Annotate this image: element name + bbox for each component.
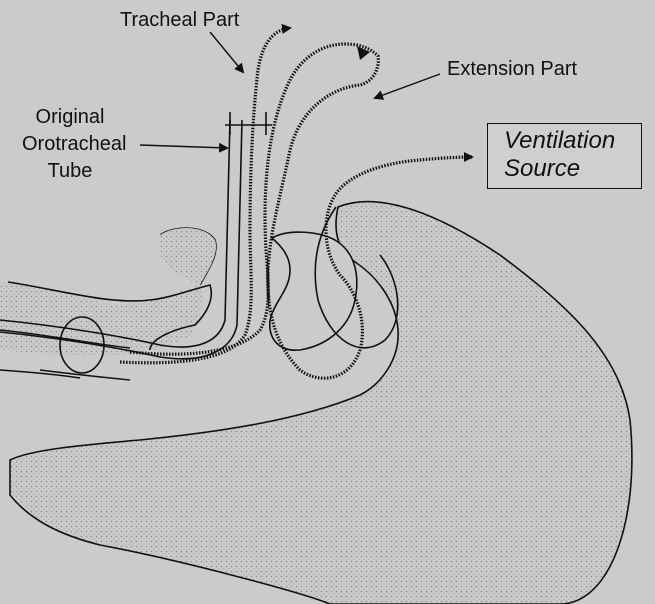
tube-connector [225,112,272,135]
tracheal-part-label: Tracheal Part [120,8,239,32]
ventilation-source-box: Ventilation Source [487,123,642,189]
extension-pointer [375,74,440,98]
soft-palate-fill [160,228,216,285]
ventilation-label-line1: Ventilation [504,127,641,155]
original-pointer [140,145,227,148]
original-tube-label-line3: Tube [48,160,93,182]
original-tube-label-line2: Orotracheal [22,133,127,155]
extension-part-label: Extension Part [447,57,577,81]
original-tube-label: Original Orotracheal Tube [22,104,118,185]
original-tube-label-line1: Original [36,106,105,128]
epiglottis [270,232,357,350]
tracheal-pointer [210,32,243,72]
ventilation-label-line2: Source [504,155,641,183]
extension-top-arrow [357,46,370,60]
